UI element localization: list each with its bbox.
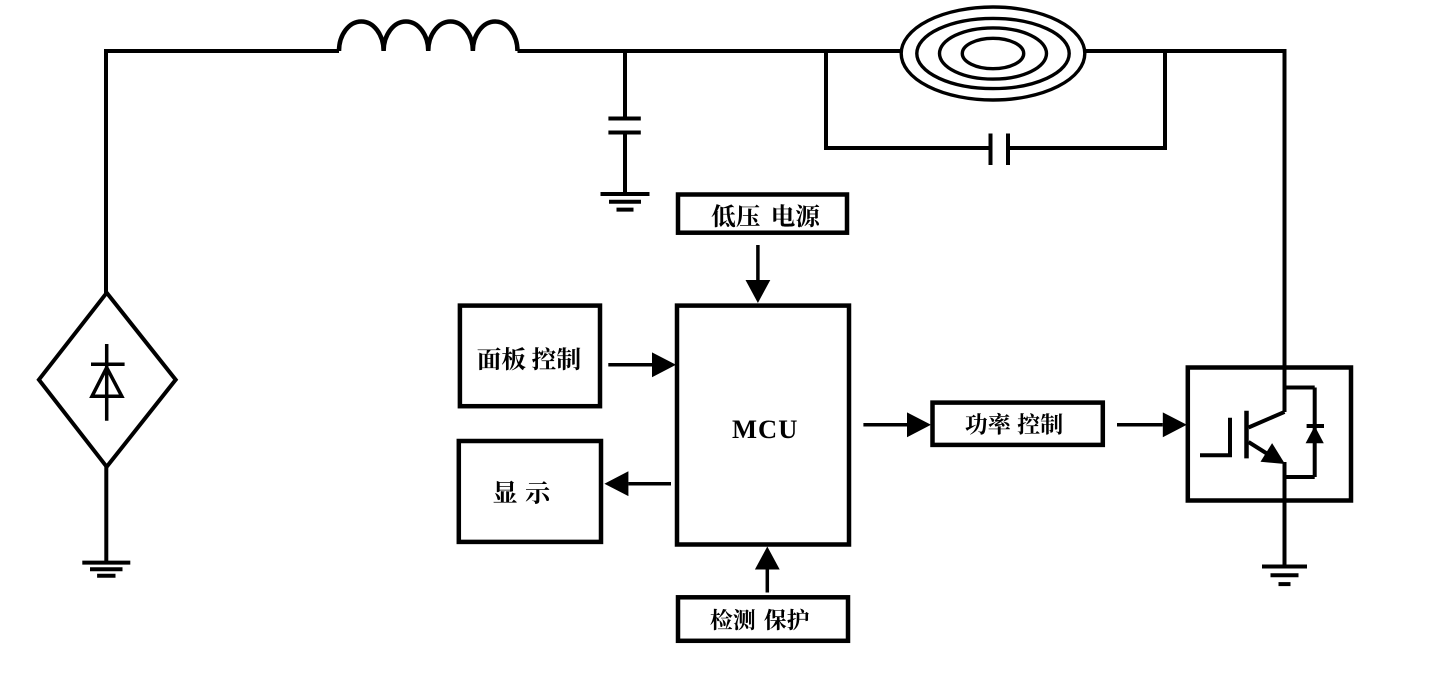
svg-text:MCU: MCU bbox=[732, 414, 798, 444]
